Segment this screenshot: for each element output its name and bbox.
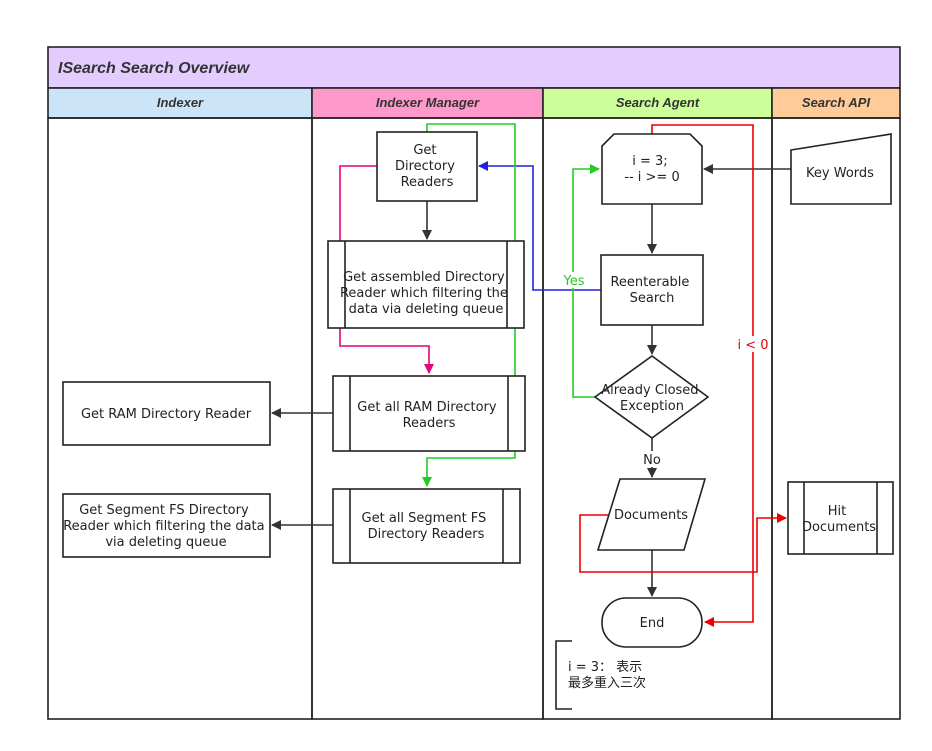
- process-get-directory-readers: [376, 131, 478, 202]
- process-get-segment-reader: [62, 493, 271, 558]
- edge-label-yes: Yes: [563, 274, 585, 289]
- subprocess-get-all-ram-readers: [332, 375, 526, 452]
- lane-body-search-api: [771, 117, 901, 720]
- manual-input-key-words: [790, 133, 892, 205]
- edge-documents-to-hitdocs: [579, 513, 787, 573]
- label-loop-limit: i = 3; -- i >= 0: [624, 154, 679, 185]
- no-label-bg: [639, 451, 665, 467]
- subprocess-get-assembled-reader: [327, 240, 525, 329]
- label-documents: Documents: [614, 508, 688, 523]
- label-already-closed: Already Closed Exception: [601, 383, 702, 414]
- subprocess-hit-documents: [787, 481, 894, 555]
- loop-limit-shape: [601, 133, 703, 205]
- yes-label-bg: [562, 272, 586, 288]
- label-key-words: Key Words: [806, 166, 874, 181]
- lane-label-search-api: Search API: [802, 95, 871, 110]
- label-get-segment-reader: Get Segment FS Directory Reader which fi…: [63, 503, 269, 550]
- lane-label-indexer: Indexer: [157, 95, 204, 110]
- process-reenterable-search: [600, 254, 704, 326]
- process-get-ram-reader: [62, 381, 271, 446]
- label-reenterable-search: Reenterable Search: [610, 275, 693, 306]
- ilt0-label-bg: [735, 336, 771, 352]
- label-get-all-ram-readers: Get all RAM Directory Readers: [357, 400, 500, 431]
- label-end: End: [640, 616, 665, 631]
- label-hit-documents: Hit Documents: [802, 504, 876, 535]
- lane-label-indexer-manager: Indexer Manager: [376, 95, 480, 110]
- label-get-all-segment-readers: Get all Segment FS Directory Readers: [362, 511, 491, 542]
- annotation-bracket: [555, 640, 572, 710]
- label-get-directory-readers: Get Directory Readers: [395, 143, 459, 190]
- pool-title: ISearch Search Overview: [58, 60, 251, 77]
- annotation-note: i = 3： 表示 最多重入三次: [568, 660, 646, 691]
- lane-header-indexer: [47, 87, 313, 119]
- terminator-end: [601, 597, 703, 648]
- edge-label-no: No: [643, 453, 661, 468]
- pool-title-bar: [47, 46, 901, 89]
- label-get-assembled-reader: Get assembled Directory Reader which fil…: [340, 270, 512, 317]
- data-documents: [596, 478, 707, 551]
- subprocess-get-all-segment-readers: [332, 488, 521, 564]
- edge-loop-ilt0-to-end: [651, 124, 754, 627]
- edge-label-i-lt-0: i < 0: [737, 338, 768, 353]
- label-get-ram-reader: Get RAM Directory Reader: [81, 407, 252, 422]
- edge-reenterable-to-getdir: [478, 161, 601, 291]
- lane-label-search-agent: Search Agent: [616, 95, 700, 110]
- decision-already-closed: [593, 355, 710, 439]
- edge-getdir-to-allram: [339, 165, 434, 374]
